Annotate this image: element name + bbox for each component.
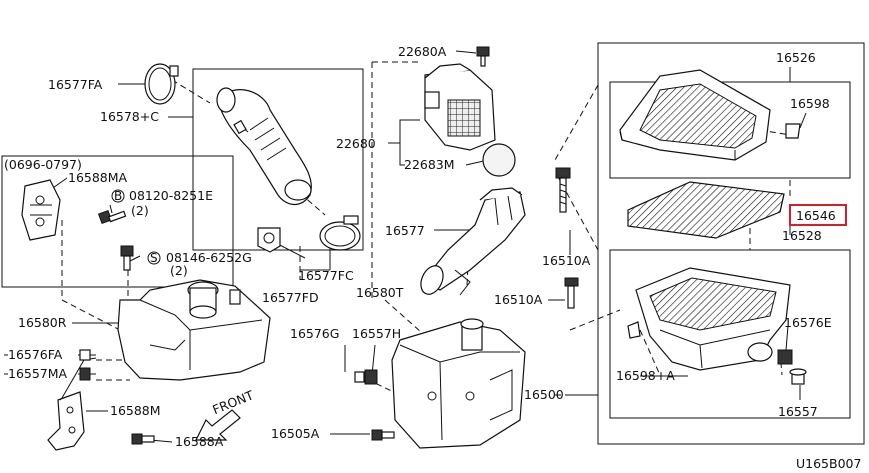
grommet-16576g	[354, 371, 365, 383]
circle-s-icon	[147, 251, 161, 265]
screw-22680a	[476, 46, 490, 67]
clamp-16577fa	[144, 63, 179, 105]
label-16577fd: 16577FD	[262, 290, 319, 305]
grommet-16576e	[777, 349, 793, 365]
bracket-16577fd	[257, 227, 281, 253]
bolt-16505a	[371, 429, 395, 441]
label-16557ma: 16557MA	[8, 366, 68, 381]
grommet-16557ma	[79, 367, 91, 381]
label-16576g: 16576G	[290, 326, 339, 341]
highlight-16546	[789, 204, 847, 226]
label-08146-qty: (2)	[170, 263, 188, 278]
clip-16598a	[627, 321, 641, 339]
inset-box-air-cleaner	[597, 42, 865, 445]
label-16557h: 16557H	[352, 326, 401, 341]
label-16580t: 16580T	[356, 285, 404, 300]
inset-box-upper-case	[609, 81, 851, 179]
label-16576e: 16576E	[784, 315, 832, 330]
bolt-16510a-bottom	[564, 277, 579, 309]
label-16526: 16526	[776, 50, 816, 65]
grommet-16557	[789, 368, 807, 385]
label-16580r: 16580R	[18, 315, 67, 330]
grommet-16576fa	[79, 349, 91, 361]
label-08146-prefix: S	[150, 251, 158, 265]
clip-16598	[785, 123, 801, 139]
label-08120: 08120-8251E	[129, 188, 213, 203]
label-08146: 08146-6252G	[166, 250, 252, 265]
label-16500: 16500	[524, 387, 564, 402]
label-0696-0797: (0696-0797)	[4, 157, 82, 172]
bracket-16588ma	[21, 179, 61, 241]
front-arrow	[195, 409, 241, 441]
inset-box-bracket	[1, 155, 234, 288]
label-22680: 22680	[336, 136, 376, 151]
maf-sensor-22680	[424, 63, 496, 151]
label-16588m: 16588M	[110, 403, 161, 418]
inset-box-lower-case	[609, 249, 851, 419]
label-16588a: 16588A	[175, 434, 224, 449]
label-16577fa: 16577FA	[48, 77, 103, 92]
bolt-08146	[120, 245, 134, 271]
filter-element-16546	[627, 181, 785, 239]
label-16510a-bottom: 16510A	[494, 292, 543, 307]
grommet-16557h	[364, 369, 378, 385]
bolt-16588a	[131, 433, 155, 445]
label-16528: 16528	[782, 228, 822, 243]
inset-box-duct	[192, 68, 364, 251]
label-16546: 16546	[796, 208, 836, 223]
label-16588ma: 16588MA	[68, 170, 128, 185]
label-16577: 16577	[385, 223, 425, 238]
circle-b-icon	[111, 189, 125, 203]
label-16510a-top: 16510A	[542, 253, 591, 268]
label-16505a: 16505A	[271, 426, 320, 441]
label-16577fc: 16577FC	[298, 268, 354, 283]
upper-case-16526	[619, 69, 771, 161]
label-08120-prefix: B	[114, 189, 122, 203]
resonator-16580r	[117, 279, 271, 381]
seal-22683m	[482, 143, 516, 177]
bolt-08120	[97, 209, 127, 225]
label-22680a: 22680A	[398, 44, 447, 59]
lower-case-16528	[635, 267, 791, 371]
label-22683m: 22683M	[404, 157, 455, 172]
clamp-16577fc	[319, 215, 361, 251]
label-16557: 16557	[778, 404, 818, 419]
bolt-16510a-top	[555, 167, 571, 213]
label-16598: 16598	[790, 96, 830, 111]
label-16578c: 16578+C	[100, 109, 159, 124]
label-08120-qty: (2)	[131, 203, 149, 218]
label-16598a: 16598+A	[616, 368, 675, 383]
label-16576fa: 16576FA	[8, 347, 63, 362]
diagram-code: U165B007	[796, 456, 861, 471]
resonator-16580t	[391, 318, 526, 449]
bracket-16588m	[47, 357, 97, 451]
air-duct-16578c	[216, 87, 312, 205]
duct-16577	[420, 187, 526, 296]
